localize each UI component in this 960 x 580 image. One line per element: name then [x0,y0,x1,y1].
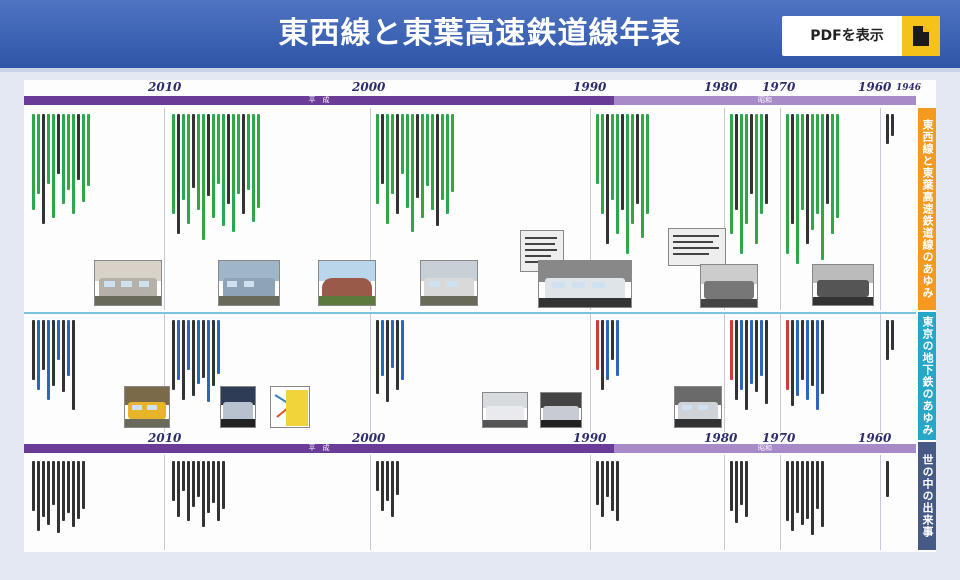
year-divider [880,314,881,432]
section-label-metro: 東京の地下鉄のあゆみ [918,312,936,440]
entry-columns [730,114,768,254]
entry-columns [596,114,649,254]
timeline-poster [24,80,936,552]
entry-columns [596,461,619,521]
era-bar-heisei: 平 成 [24,96,614,105]
year-divider [164,455,165,550]
tokyo-metro-band [24,312,916,432]
entry-columns [32,114,90,224]
train-photo [220,386,256,428]
year-label-1990-bottom: 1990 [573,431,607,445]
entry-columns [886,320,894,360]
year-divider [164,314,165,432]
year-label-1960: 1960 [858,80,892,94]
year-label-2000: 2000 [352,80,386,94]
year-label-1980-bottom: 1980 [704,431,738,445]
train-photo [540,392,582,428]
train-photo [124,386,170,428]
year-label-1946: 1946 [896,83,922,93]
entry-columns [596,320,619,390]
year-divider [724,314,725,432]
year-divider [370,108,371,310]
pdf-button-label: PDFを表示 [810,28,884,44]
document-photo [668,228,726,266]
entry-columns [376,320,404,402]
entry-columns [786,114,839,264]
entry-columns [32,320,75,410]
entry-columns [172,114,260,240]
entry-columns [886,114,894,144]
year-divider [590,108,591,310]
station-photo [700,264,758,308]
section-label-tozai: 東西線と東葉高速鉄道線のあゆみ [918,108,936,310]
year-label-1970: 1970 [762,80,796,94]
ceremony-photo [812,264,874,306]
year-divider [780,455,781,550]
year-label-1970-bottom: 1970 [762,431,796,445]
year-label-2000-bottom: 2000 [352,431,386,445]
year-label-2010-bottom: 2010 [148,431,182,445]
year-divider [880,455,881,550]
document-icon [902,16,940,56]
year-label-1960-bottom: 1960 [858,431,892,445]
section-label-world: 世の中の出来事 [918,442,936,550]
entry-columns [376,461,399,517]
page-title: 東西線と東葉高速鉄道線年表 [278,16,682,51]
entry-columns [786,461,824,535]
year-label-2010: 2010 [148,80,182,94]
building-photo [318,260,376,306]
year-divider [590,455,591,550]
era-bar-heisei-bottom: 平 成 [24,444,614,453]
year-divider [780,314,781,432]
train-photo [538,260,632,308]
entry-columns [376,114,454,232]
year-divider [780,108,781,310]
train-photo [94,260,162,306]
year-label-1990: 1990 [573,80,607,94]
entry-columns [32,461,85,533]
year-label-1980: 1980 [704,80,738,94]
train-photo [482,392,528,428]
year-divider [164,108,165,310]
entry-columns [730,320,768,410]
era-bar-showa-bottom: 昭和 [614,444,916,453]
entry-columns [730,461,748,523]
pdf-button[interactable]: PDFを表示 [782,16,940,56]
entry-columns [172,320,220,402]
year-divider [880,108,881,310]
train-photo [674,386,722,428]
train-photo [420,260,478,306]
era-bar-showa: 昭和 [614,96,916,105]
mascot-photo [286,390,308,426]
year-divider [724,108,725,310]
world-events-band [24,455,916,550]
entry-columns [886,461,889,497]
year-divider [590,314,591,432]
train-photo [218,260,280,306]
year-divider [724,455,725,550]
entry-columns [172,461,225,527]
tozai-history-band [24,108,916,310]
year-divider [370,455,371,550]
year-divider [370,314,371,432]
entry-columns [786,320,824,410]
